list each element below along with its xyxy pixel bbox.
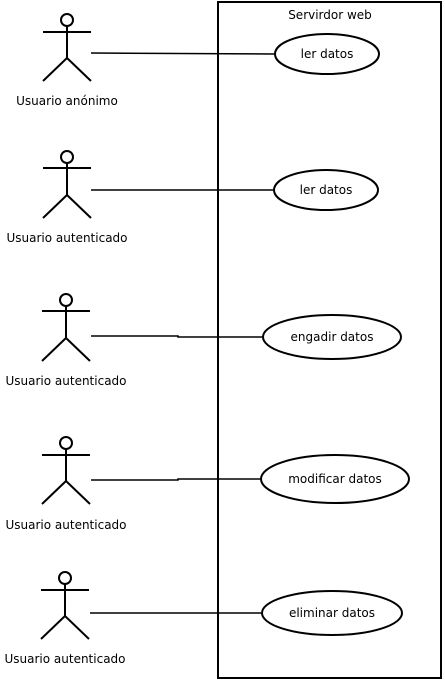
actor-usuario-autenticado [42,150,92,219]
use-case-engadir-datos: engadir datos [262,314,402,360]
use-case-ler-datos: ler datos [273,169,379,211]
association-line [91,335,263,338]
actor-usuario-autenticado [40,571,90,640]
system-title: Servirdor web [288,8,372,22]
associations [90,52,276,614]
association-line [90,52,276,55]
actor-usuario-autenticado [41,293,91,362]
use-case-label: ler datos [300,183,353,197]
use-case-ler-datos: ler datos [274,33,380,75]
actor-label: Usuario autenticado [6,231,127,245]
actor-label: Usuario autenticado [4,652,125,666]
actor-usuario-anonimo [42,13,92,82]
use-case-label: ler datos [301,47,354,61]
actor-label: Usuario autenticado [5,374,126,388]
use-case-modificar-datos: modificar datos [260,454,410,504]
system-boundary-box [217,1,442,679]
use-case-label: eliminar datos [289,606,375,620]
actor-label: Usuario anónimo [16,94,118,108]
use-case-eliminar-datos: eliminar datos [261,590,403,636]
actor-usuario-autenticado [41,436,91,505]
use-case-label: engadir datos [291,330,374,344]
system-boundary: Servirdor web [217,1,442,679]
use-case-label: modificar datos [288,472,382,486]
actor-label: Usuario autenticado [5,518,126,532]
association-line [91,478,261,481]
